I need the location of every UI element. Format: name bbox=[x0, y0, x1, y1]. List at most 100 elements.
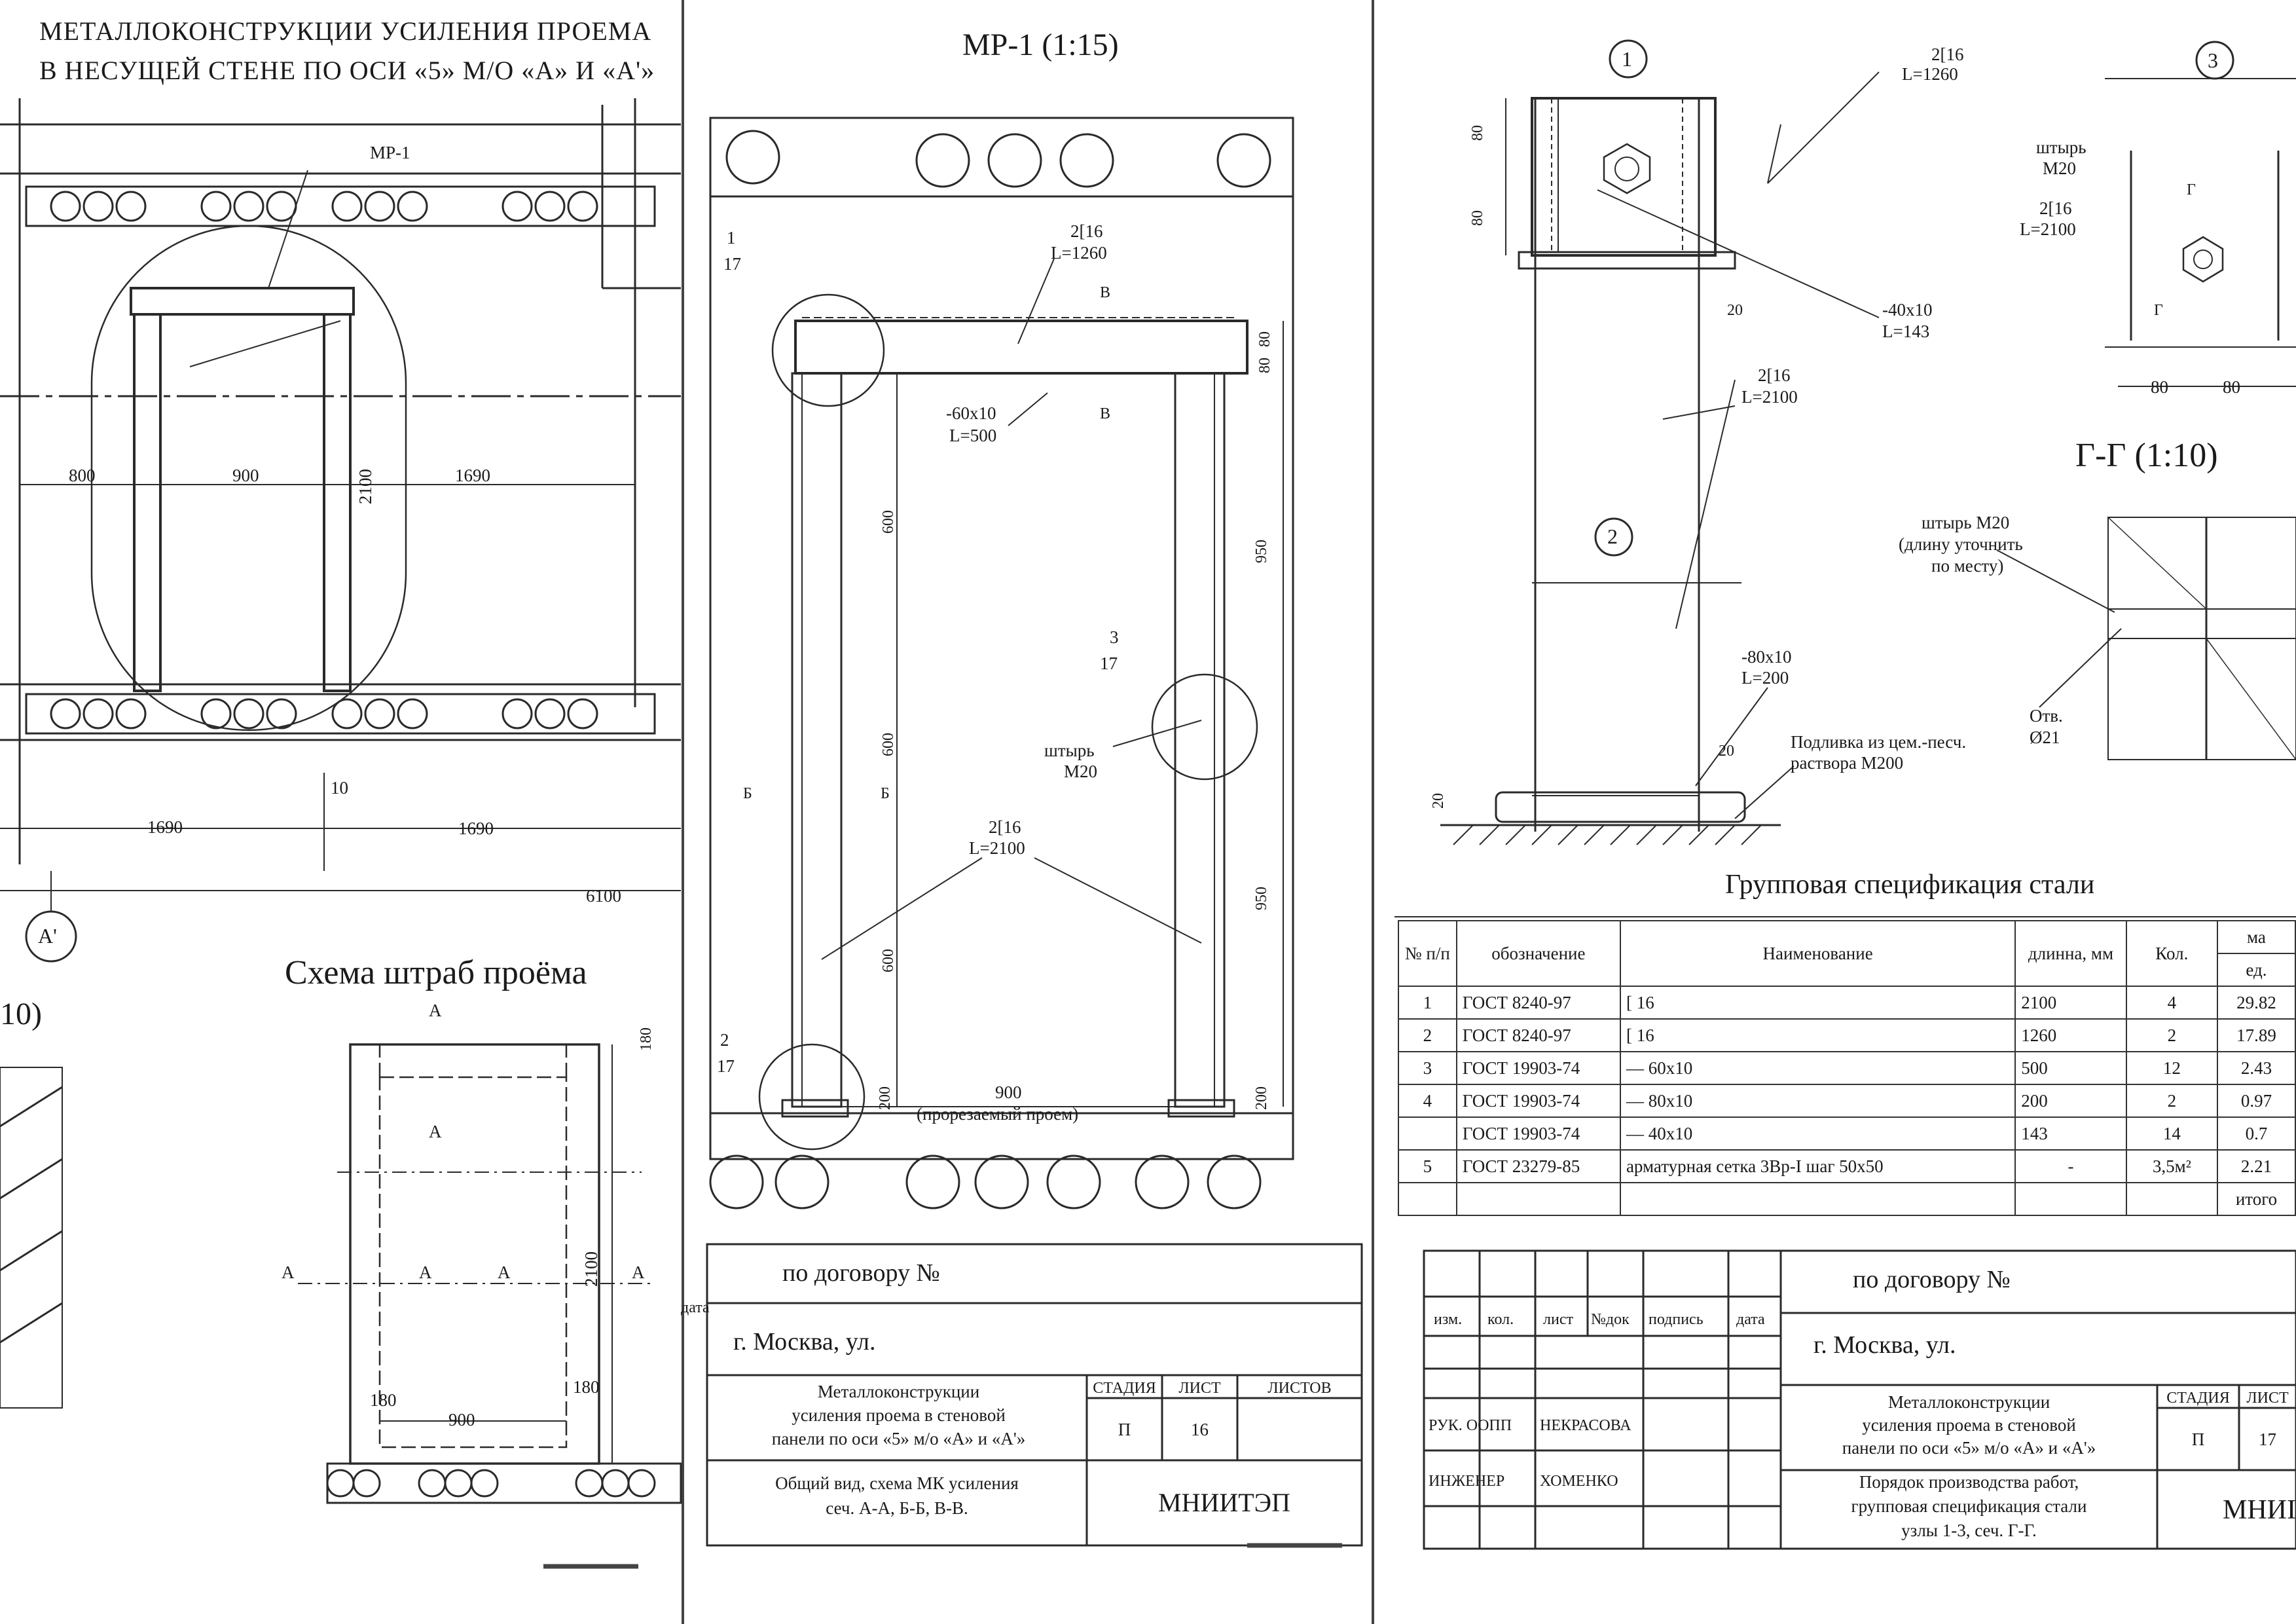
spec-cell: 2.43 bbox=[2216, 1051, 2296, 1085]
mr1-section-b-left: Б bbox=[743, 785, 752, 802]
stamp-left-city: г. Москва, ул. bbox=[733, 1328, 876, 1356]
spec-cell: ГОСТ 19903-74 bbox=[1455, 1084, 1621, 1118]
mr1-node2-num: 2 bbox=[720, 1030, 729, 1050]
mr1-dim-600-c: 600 bbox=[880, 949, 897, 972]
mr1-plate-label-2: L=500 bbox=[949, 426, 997, 445]
spec-cell: [ 16 bbox=[1619, 1018, 2016, 1052]
spec-cell: ГОСТ 19903-74 bbox=[1455, 1051, 1621, 1085]
node1-detail bbox=[1505, 39, 1880, 832]
spec-cell: 500 bbox=[2014, 1051, 2127, 1085]
spec-header-mass: ма bbox=[2216, 920, 2296, 954]
node1-plate-label-1: -40x10 bbox=[1882, 300, 1933, 320]
node2-dim-20-b: 20 bbox=[1430, 793, 1447, 809]
stamp-left-stage: П bbox=[1118, 1420, 1131, 1439]
mr1-section-v-bottom: В bbox=[1100, 405, 1111, 422]
stamp-right-stage: П bbox=[2191, 1430, 2205, 1449]
mr1-opening-width: 900 bbox=[995, 1082, 1022, 1102]
stamp-right-contract: по договору № bbox=[1853, 1266, 2011, 1293]
mr1-dim-200-right: 200 bbox=[1253, 1086, 1270, 1110]
stamp-left-title-2: усиления проема в стеновой bbox=[792, 1405, 1006, 1425]
stamp-right-col-izm: изм. bbox=[1434, 1311, 1463, 1328]
mr1-pin-label-1: штырь bbox=[1044, 741, 1095, 760]
spec-header-code: обозначение bbox=[1455, 920, 1621, 987]
node1-number: 1 bbox=[1622, 47, 1632, 71]
section-gg-pin-2: (длину уточнить bbox=[1899, 534, 2023, 554]
stamp-right-col-date: дата bbox=[1736, 1311, 1765, 1328]
spec-cell: 4 bbox=[1398, 1084, 1457, 1118]
spec-cell: ГОСТ 8240-97 bbox=[1455, 986, 1621, 1020]
mr1-section-v-top: В bbox=[1100, 284, 1111, 301]
stamp-right-col-list: лист bbox=[1543, 1311, 1573, 1328]
spec-cell: 2 bbox=[2125, 1084, 2218, 1118]
chase-scheme bbox=[0, 1043, 682, 1504]
stamp-right-name-2: ХОМЕНКО bbox=[1540, 1473, 1618, 1490]
stamp-right-role-1: РУК. ООПП bbox=[1429, 1417, 1512, 1434]
stamp-left-header-sheets: ЛИСТОВ bbox=[1267, 1380, 1332, 1397]
mr1-column-label-1: 2[16 bbox=[989, 817, 1021, 837]
node2-plate-label-2: L=200 bbox=[1741, 668, 1789, 688]
spec-table: № п/п обозначение Наименование длинна, м… bbox=[1398, 920, 2296, 1216]
mr1-title: МР-1 (1:15) bbox=[962, 28, 1119, 62]
spec-total: итого bbox=[2216, 1182, 2296, 1216]
scheme-section-a3: А bbox=[282, 1263, 295, 1282]
spec-cell: — 60x10 bbox=[1619, 1051, 2016, 1085]
plan-dim-10: 10 bbox=[331, 778, 348, 798]
stamp-left-org: МНИИТЭП bbox=[1158, 1488, 1290, 1517]
plan-dim-2100: 2100 bbox=[355, 469, 375, 504]
node3-column-label-2: L=2100 bbox=[2020, 219, 2076, 239]
node2-grout-label-2: раствора М200 bbox=[1791, 753, 1904, 773]
section-gg-pin-3: по месту) bbox=[1931, 556, 2004, 576]
table-row: 1 ГОСТ 8240-97 [ 16 2100 4 29.82 bbox=[1398, 986, 2296, 1020]
stamp-left-frame bbox=[706, 1243, 1363, 1547]
axis-label: А' bbox=[38, 924, 57, 948]
plan-dim-1690-left: 1690 bbox=[147, 817, 183, 837]
plan-dim-1690-right: 1690 bbox=[458, 819, 494, 838]
node1-column-label-1: 2[16 bbox=[1758, 365, 1791, 385]
scheme-section-a1: А bbox=[429, 1001, 442, 1020]
stamp-right-col-sign: подпись bbox=[1649, 1311, 1704, 1328]
stamp-right-title-3: панели по оси «5» м/о «А» и «А'» bbox=[1842, 1438, 2096, 1458]
spec-title: Групповая спецификация стали bbox=[1725, 870, 2095, 900]
stamp-right-title-1: Металлоконструкции bbox=[1887, 1392, 2050, 1412]
spec-cell: 2.21 bbox=[2216, 1149, 2296, 1183]
stamp-right-sheet: 17 bbox=[2259, 1430, 2276, 1449]
spec-cell: 3 bbox=[1398, 1051, 1457, 1085]
node3-section-g-top: Г bbox=[2187, 181, 2196, 198]
mr1-node2-sheet: 17 bbox=[717, 1056, 735, 1076]
table-row: 3 ГОСТ 19903-74 — 60x10 500 12 2.43 bbox=[1398, 1051, 2296, 1085]
spec-cell: 1 bbox=[1398, 986, 1457, 1020]
stamp-right-role-2: ИНЖЕНЕР bbox=[1429, 1473, 1505, 1490]
mr1-node1-num: 1 bbox=[727, 228, 736, 248]
stamp-left-sheet-name-1: Общий вид, схема МК усиления bbox=[775, 1473, 1019, 1493]
mr1-dim-600-a: 600 bbox=[880, 510, 897, 534]
spec-cell: 2 bbox=[1398, 1018, 1457, 1052]
mr1-beam-label-2: L=1260 bbox=[1051, 243, 1107, 263]
node1-beam-label-1: 2[16 bbox=[1931, 45, 1964, 64]
section-gg-title: Г-Г (1:10) bbox=[2075, 437, 2218, 474]
spec-cell: 4 bbox=[2125, 986, 2218, 1020]
node3-dim-80-b: 80 bbox=[2223, 377, 2240, 397]
mr1-column-label-2: L=2100 bbox=[969, 838, 1025, 858]
spec-cell: 143 bbox=[2014, 1116, 2127, 1151]
table-row: 5 ГОСТ 23279-85 арматурная сетка 3Вр-I ш… bbox=[1398, 1149, 2296, 1183]
node2-grout-label-1: Подливка из цем.-песч. bbox=[1791, 732, 1967, 752]
mr1-opening-note: (прорезаемый проем) bbox=[917, 1104, 1079, 1124]
scheme-fragment: 10) bbox=[0, 997, 42, 1031]
spec-cell: — 40x10 bbox=[1619, 1116, 2016, 1151]
spec-cell: 2 bbox=[2125, 1018, 2218, 1052]
scheme-dim-180-right: 180 bbox=[573, 1377, 600, 1397]
node1-dim-20: 20 bbox=[1727, 302, 1743, 319]
stamp-right-col-ndok: №док bbox=[1591, 1311, 1630, 1328]
plan-dim-6100: 6100 bbox=[586, 886, 621, 906]
spec-cell: арматурная сетка 3Вр-I шаг 50x50 bbox=[1619, 1149, 2016, 1183]
node3-number: 3 bbox=[2208, 48, 2218, 72]
stamp-left-header-stage: СТАДИЯ bbox=[1093, 1380, 1156, 1397]
spec-cell: 29.82 bbox=[2216, 986, 2296, 1020]
mr1-node3-sheet: 17 bbox=[1100, 654, 1118, 673]
mr1-dim-600-b: 600 bbox=[880, 733, 897, 756]
spec-cell: - bbox=[2014, 1149, 2127, 1183]
node3-pin-label-1: штырь bbox=[2036, 138, 2086, 157]
section-gg-hole-1: Отв. bbox=[2030, 706, 2063, 726]
node2-detail bbox=[1440, 517, 1795, 845]
